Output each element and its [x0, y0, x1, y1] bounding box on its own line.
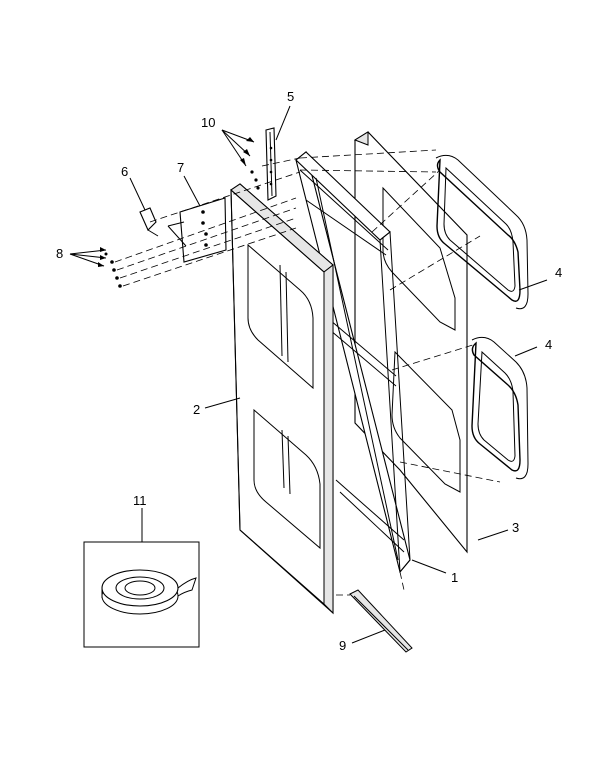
clip-part-6: [139, 207, 159, 237]
rear-panel-part-3: [353, 131, 468, 554]
callout-7: 7: [177, 160, 184, 175]
leader-lines: [69, 105, 548, 644]
callout-9: 9: [339, 638, 346, 653]
hinge-bracket-part-7: [167, 197, 227, 263]
bottom-strip-part-9: [349, 589, 413, 653]
front-panel-part-2: [230, 183, 334, 615]
callout-11: 11: [133, 493, 147, 508]
window-seal-part-4-lower: [471, 336, 529, 480]
tape-roll-illustration: [101, 569, 197, 615]
callout-5: 5: [287, 89, 294, 104]
screws-part-8: [104, 252, 122, 288]
callout-6: 6: [121, 164, 128, 179]
callout-2: 2: [193, 402, 200, 417]
callout-1: 1: [451, 570, 458, 585]
callout-labels: 5 10 6 7 8 4 4 2 3 1 9 11: [56, 89, 562, 653]
screws-part-10: [250, 170, 260, 190]
callout-8: 8: [56, 246, 63, 261]
assembly-lines: [114, 149, 501, 596]
inset-box-part-11: [83, 541, 200, 648]
callout-3: 3: [512, 520, 519, 535]
callout-4-lower: 4: [545, 337, 552, 352]
vertical-bracket-part-5: [265, 127, 277, 201]
callout-10: 10: [201, 115, 215, 130]
callout-4-upper: 4: [555, 265, 562, 280]
